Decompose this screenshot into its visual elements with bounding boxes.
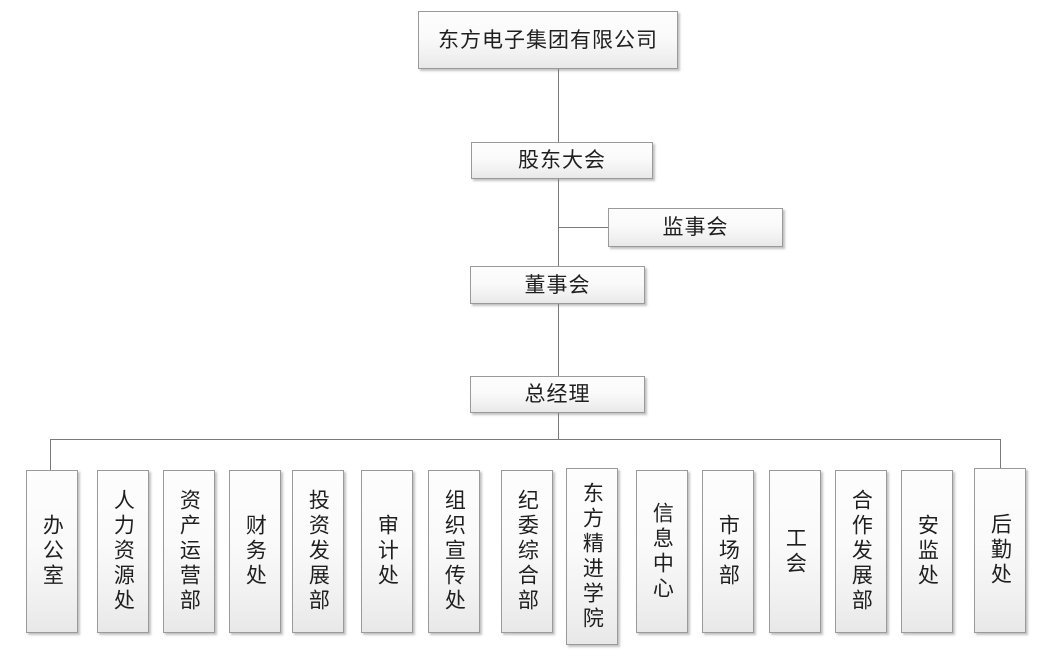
node-dept-11[interactable]: 市场部 [702,470,754,633]
node-dept-1[interactable]: 办公室 [26,470,78,633]
node-dept-5[interactable]: 投资发展部 [292,470,344,633]
connector-shareholders-spine [558,179,559,266]
node-dept-14[interactable]: 安监处 [901,470,953,633]
node-dept-9[interactable]: 东方精进学院 [566,468,618,645]
node-dept-4[interactable]: 财务处 [229,470,281,633]
node-dept-12[interactable]: 工会 [769,470,821,633]
node-dept-13[interactable]: 合作发展部 [835,470,887,633]
connector-gm-to-bus [558,413,559,440]
connector-branch-to-supervisors [558,227,609,228]
connector-company-to-shareholders [558,69,559,142]
node-dept-7[interactable]: 组织宣传处 [428,470,480,633]
connector-board-to-gm [558,304,559,376]
node-company[interactable]: 东方电子集团有限公司 [418,11,678,69]
node-dept-6[interactable]: 审计处 [361,470,413,633]
node-supervisors[interactable]: 监事会 [608,208,783,247]
node-dept-10[interactable]: 信息中心 [636,470,688,633]
node-dept-8[interactable]: 纪委综合部 [501,470,553,633]
node-board[interactable]: 董事会 [470,266,645,304]
node-dept-2[interactable]: 人力资源处 [97,470,149,633]
connector-department-bus [50,439,1001,440]
node-gm[interactable]: 总经理 [470,376,645,413]
node-dept-15[interactable]: 后勤处 [974,468,1026,633]
node-shareholders[interactable]: 股东大会 [471,142,653,179]
connector-bus-drop-left [50,439,51,470]
node-dept-3[interactable]: 资产运营部 [163,470,215,633]
connector-bus-drop-right [1000,439,1001,468]
